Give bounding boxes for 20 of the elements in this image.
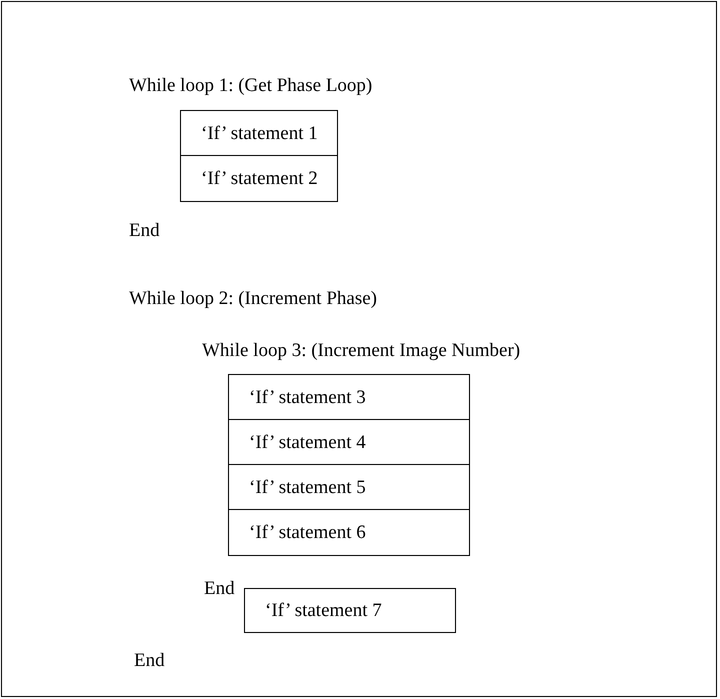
code-line: While loop 1: (Get Phase Loop) bbox=[129, 75, 372, 97]
code-line: While loop 3: (Increment Image Number) bbox=[202, 340, 520, 362]
code-line: End bbox=[134, 650, 165, 672]
statement-text: ‘If’ statement 7 bbox=[265, 600, 382, 622]
statement-text: ‘If’ statement 5 bbox=[249, 476, 366, 498]
statement-box bbox=[180, 155, 338, 202]
statement-text: ‘If’ statement 3 bbox=[249, 386, 366, 408]
statement-text: ‘If’ statement 1 bbox=[201, 122, 318, 144]
code-line: End bbox=[204, 578, 235, 600]
statement-box bbox=[228, 419, 470, 466]
statement-box bbox=[180, 110, 338, 157]
statement-text: ‘If’ statement 4 bbox=[249, 432, 366, 454]
statement-box bbox=[228, 464, 470, 511]
statement-box bbox=[228, 509, 470, 556]
statement-box bbox=[244, 588, 456, 633]
code-line: While loop 2: (Increment Phase) bbox=[129, 288, 377, 310]
statement-box bbox=[228, 374, 470, 421]
code-line: End bbox=[129, 220, 160, 242]
statement-text: ‘If’ statement 6 bbox=[249, 522, 366, 544]
statement-text: ‘If’ statement 2 bbox=[201, 168, 318, 190]
